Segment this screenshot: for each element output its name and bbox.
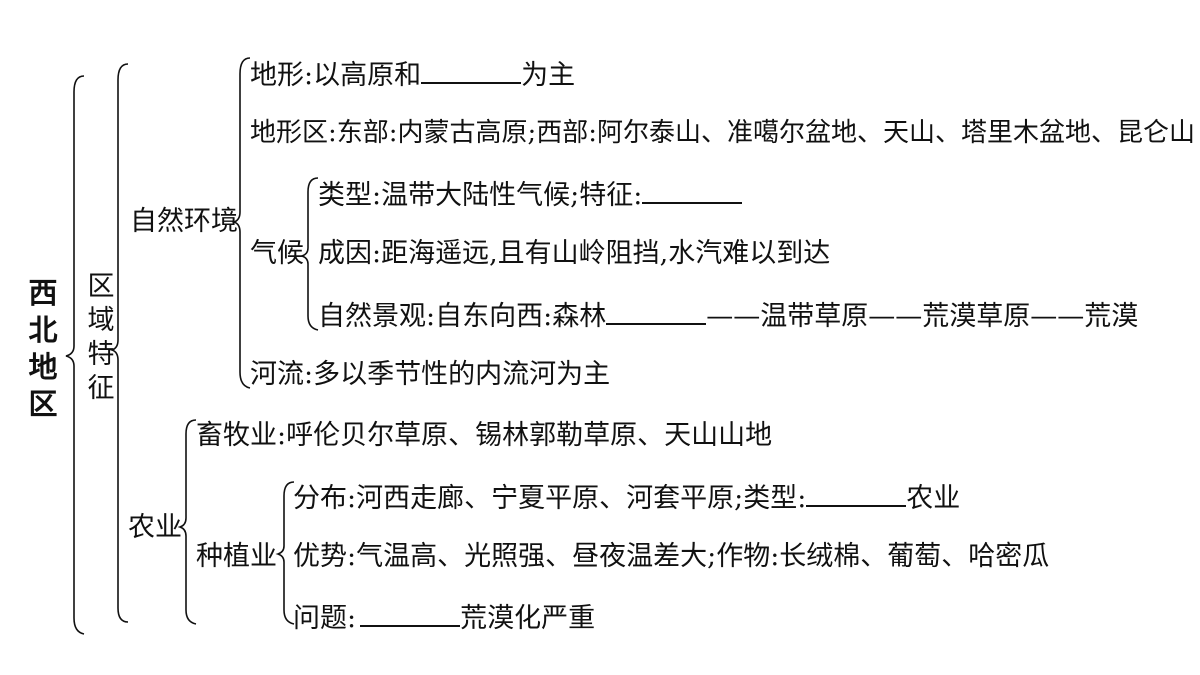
root-title: 西 北 地 区 xyxy=(26,275,60,423)
root-char: 地 xyxy=(28,350,58,384)
climate-label: 气候 xyxy=(250,238,304,269)
root-char: 北 xyxy=(28,313,58,347)
agriculture-brace xyxy=(177,419,197,625)
region-char: 征 xyxy=(87,373,115,404)
region-brace xyxy=(109,63,129,623)
root-char: 区 xyxy=(28,387,58,421)
agriculture-label: 农业 xyxy=(128,512,182,543)
region-label: 区 域 特 征 xyxy=(86,270,116,406)
rivers-line: 河流:多以季节性的内流河为主 xyxy=(250,359,611,390)
distribution-blank xyxy=(806,479,907,507)
problems-line: 问题: 荒漠化严重 xyxy=(293,599,595,636)
planting-label: 种植业 xyxy=(196,541,277,572)
climate-type-text: 类型:温带大陆性气候;特征: xyxy=(318,180,643,211)
nature-brace xyxy=(231,57,251,389)
landscape-blank xyxy=(606,297,707,325)
problems-prefix: 问题: xyxy=(293,603,357,634)
region-char: 特 xyxy=(87,339,115,370)
climate-type-line: 类型:温带大陆性气候;特征: xyxy=(318,176,743,213)
root-char: 西 xyxy=(28,276,58,310)
landscape-line: 自然景观:自东向西:森林 ——温带草原——荒漠草原——荒漠 xyxy=(318,297,1138,334)
region-char: 区 xyxy=(87,271,115,302)
terrain-prefix: 地形:以高原和 xyxy=(250,60,422,91)
region-char: 域 xyxy=(87,305,115,336)
terrain-blank xyxy=(421,56,522,84)
distribution-line: 分布:河西走廊、宁夏平原、河套平原;类型: 农业 xyxy=(293,479,960,516)
advantages-line: 优势:气温高、光照强、昼夜温差大;作物:长绒棉、葡萄、哈密瓜 xyxy=(293,541,1050,572)
terrain-suffix: 为主 xyxy=(521,60,576,91)
landscape-rest: ——温带草原——荒漠草原——荒漠 xyxy=(706,301,1139,332)
problems-suffix: 荒漠化严重 xyxy=(460,603,596,634)
distribution-suffix: 农业 xyxy=(906,483,961,514)
terrain-zones-line: 地形区:东部:内蒙古高原;西部:阿尔泰山、准噶尔盆地、天山、塔里木盆地、昆仑山 xyxy=(250,118,1196,148)
nature-label: 自然环境 xyxy=(130,206,238,237)
climate-feature-blank xyxy=(642,176,743,204)
climate-cause-line: 成因:距海遥远,且有山岭阻挡,水汽难以到达 xyxy=(318,238,831,269)
terrain-line: 地形:以高原和 为主 xyxy=(250,56,575,93)
landscape-prefix: 自然景观:自东向西:森林 xyxy=(318,301,607,332)
distribution-prefix: 分布:河西走廊、宁夏平原、河套平原;类型: xyxy=(293,483,807,514)
climate-brace xyxy=(299,177,319,331)
planting-brace xyxy=(275,481,295,625)
root-brace xyxy=(65,75,85,635)
problems-blank xyxy=(360,599,461,627)
livestock-line: 畜牧业:呼伦贝尔草原、锡林郭勒草原、天山山地 xyxy=(196,420,773,451)
